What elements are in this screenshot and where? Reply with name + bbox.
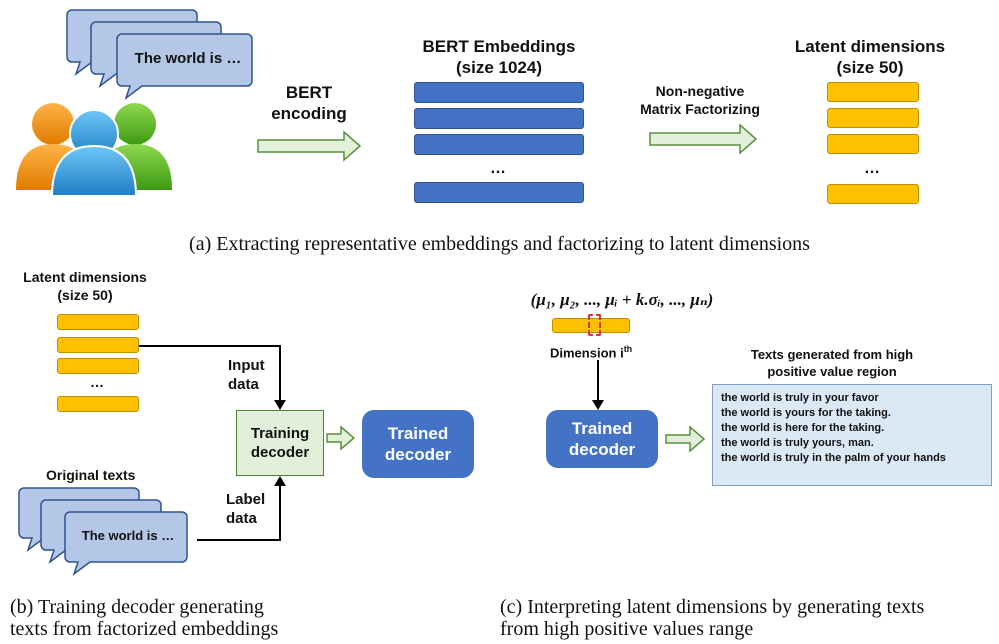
dimension-label-superscript: th xyxy=(623,344,633,354)
bubble-text-b: The world is … xyxy=(81,528,175,543)
nmf-label-line1: Non-negative xyxy=(655,83,745,99)
trained-decoder-box-c: Trained decoder xyxy=(546,410,658,468)
bert-embeddings-title: BERT Embeddings (size 1024) xyxy=(390,36,608,78)
latent-dimensions-title-b: Latent dimensions (size 50) xyxy=(10,268,160,304)
latent-dimension-bar xyxy=(57,358,139,374)
caption-b-line1: (b) Training decoder generating xyxy=(10,596,264,618)
caption-b-line2: texts from factorized embeddings xyxy=(10,618,279,640)
latent-dimension-bar xyxy=(827,82,919,102)
caption-c-line2: from high positive values range xyxy=(500,618,754,640)
generated-texts-note: the world is truly in your favor the wor… xyxy=(712,384,992,486)
speech-bubbles-icon-a xyxy=(66,9,253,101)
generated-text-item: the world is truly in the palm of your h… xyxy=(721,452,946,464)
latent-vector-formula: (μ₁, μ₂, ..., μᵢ + k.σᵢ, ..., μₙ) xyxy=(530,290,714,309)
dimension-to-decoder-arrowhead xyxy=(592,400,604,410)
generated-text-item: the world is yours for the taking. xyxy=(721,407,891,419)
nmf-arrow xyxy=(649,123,758,155)
training-decoder-box: Training decoder xyxy=(236,410,324,476)
latent-title-a-line2: (size 50) xyxy=(836,58,904,77)
original-texts-title: Original texts xyxy=(46,467,136,483)
input-data-label: Input data xyxy=(228,356,288,394)
trained-decoder-c-line1: Trained xyxy=(571,419,633,438)
label-data-arrowhead xyxy=(274,476,286,486)
bert-encoding-line1: BERT xyxy=(285,83,333,102)
latent-dimension-bar xyxy=(57,314,139,330)
input-data-line2: data xyxy=(228,376,259,393)
bert-embedding-ellipsis: … xyxy=(490,160,506,177)
generated-text-item: the world is here for the taking. xyxy=(721,422,885,434)
bert-embedding-bar xyxy=(414,182,584,203)
label-data-label: Label data xyxy=(226,490,286,528)
label-data-line2: data xyxy=(226,510,257,527)
training-decoder-line1: Training xyxy=(250,425,310,442)
dimension-highlight-box xyxy=(588,314,601,336)
caption-b: (b) Training decoder generating texts fr… xyxy=(10,596,430,640)
generated-text-item: the world is truly yours, man. xyxy=(721,437,874,449)
caption-c-line1: (c) Interpreting latent dimensions by ge… xyxy=(500,596,925,618)
bert-encoding-line2: encoding xyxy=(271,104,347,123)
latent-title-a-line1: Latent dimensions xyxy=(794,37,946,56)
bert-embedding-bar xyxy=(414,134,584,155)
trained-decoder-c-line2: decoder xyxy=(568,440,636,459)
training-decoder-line2: decoder xyxy=(250,444,310,461)
generated-texts-title-line2: positive value region xyxy=(767,364,897,379)
input-data-line xyxy=(139,345,281,402)
dimension-label: Dimension ith xyxy=(550,340,660,362)
latent-dimension-bar xyxy=(827,184,919,204)
label-data-line1: Label xyxy=(226,491,266,508)
bert-embeddings-title-line2: (size 1024) xyxy=(456,58,542,77)
latent-dimension-ellipsis: … xyxy=(864,160,880,177)
people-group-icon xyxy=(16,103,172,197)
trained-decoder-b-line2: decoder xyxy=(384,445,452,464)
latent-dimension-ellipsis: … xyxy=(90,374,104,390)
dimension-label-text: Dimension i xyxy=(550,345,624,361)
training-to-trained-arrow xyxy=(326,425,356,451)
nmf-label-line2: Matrix Factorizing xyxy=(640,101,760,117)
latent-dimension-bar xyxy=(57,337,139,353)
bert-encoding-arrow xyxy=(257,130,362,162)
input-data-arrowhead xyxy=(274,400,286,410)
bert-embedding-bar xyxy=(414,108,584,129)
latent-dimension-bar xyxy=(827,134,919,154)
latent-title-b-line1: Latent dimensions xyxy=(23,269,147,285)
bert-embeddings-title-line1: BERT Embeddings xyxy=(422,37,576,56)
bert-encoding-label: BERT encoding xyxy=(264,82,354,124)
caption-a: (a) Extracting representative embeddings… xyxy=(189,233,810,255)
dimension-vector-bar xyxy=(552,318,630,333)
trained-decoder-box-b: Trained decoder xyxy=(362,410,474,478)
generated-text-item: the world is truly in your favor xyxy=(721,392,879,404)
latent-dimension-bar xyxy=(827,108,919,128)
latent-dimension-bar xyxy=(57,396,139,412)
trained-decoder-b-line1: Trained xyxy=(387,424,449,443)
latent-dimensions-title-a: Latent dimensions (size 50) xyxy=(780,36,960,78)
label-data-line xyxy=(197,484,281,541)
generated-texts-title: Texts generated from high positive value… xyxy=(712,346,952,380)
input-data-line1: Input xyxy=(228,357,265,374)
caption-c: (c) Interpreting latent dimensions by ge… xyxy=(500,596,999,640)
nmf-label: Non-negative Matrix Factorizing xyxy=(640,82,760,118)
latent-title-b-line2: (size 50) xyxy=(57,287,113,303)
bubble-text-a: The world is … xyxy=(134,50,242,67)
decoder-to-texts-arrow xyxy=(665,425,706,453)
speech-bubbles-icon-b xyxy=(18,487,188,577)
bert-embedding-bar xyxy=(414,82,584,103)
generated-texts-title-line1: Texts generated from high xyxy=(750,347,914,362)
